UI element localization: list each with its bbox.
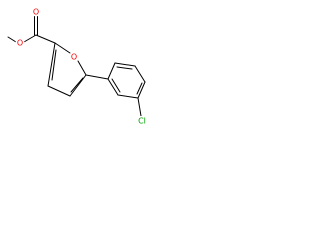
- phenyl-double-bond-a: [111, 78, 121, 93]
- furan-double-bond-c4-c5: [70, 77, 84, 93]
- phenyl-bond-5: [114, 62, 136, 67]
- ester-oxygen-bond: [23, 34, 37, 43]
- chemical-structure-diagram: O O O Cl: [7, 7, 148, 126]
- ring-oxygen-atom: O: [69, 52, 79, 62]
- furan-bond-c3-c2: [47, 42, 56, 87]
- furan-bond-o-c5: [77, 60, 87, 76]
- chlorine-atom: Cl: [136, 116, 148, 126]
- ring-oxygen-label: O: [71, 53, 77, 62]
- phenyl-chlorine-bond: [137, 97, 142, 117]
- chlorine-label: Cl: [138, 117, 146, 126]
- furan-bond-c4-c3: [47, 85, 71, 97]
- phenyl-double-bond-c: [116, 66, 133, 70]
- methyl-ester-bond: [7, 36, 17, 43]
- ester-oxygen-label: O: [17, 39, 23, 48]
- ester-oxygen-atom: O: [15, 38, 25, 48]
- furan-bond-c5-c4: [69, 74, 87, 97]
- furan-bond-c2-o: [54, 42, 71, 54]
- phenyl-bond-1: [107, 78, 119, 96]
- furan-double-bond-c2-c3: [51, 49, 57, 81]
- phenyl-bond-4: [134, 65, 146, 83]
- furan-phenyl-bond: [85, 74, 109, 80]
- carbonyl-oxygen-atom: O: [31, 7, 41, 17]
- carbonyl-oxygen-label: O: [33, 8, 39, 17]
- phenyl-double-bond-b: [136, 82, 143, 95]
- phenyl-bond-6: [107, 62, 116, 80]
- carbonyl-furan-bond: [35, 34, 56, 44]
- phenyl-bond-2: [117, 94, 139, 99]
- phenyl-bond-3: [137, 81, 146, 99]
